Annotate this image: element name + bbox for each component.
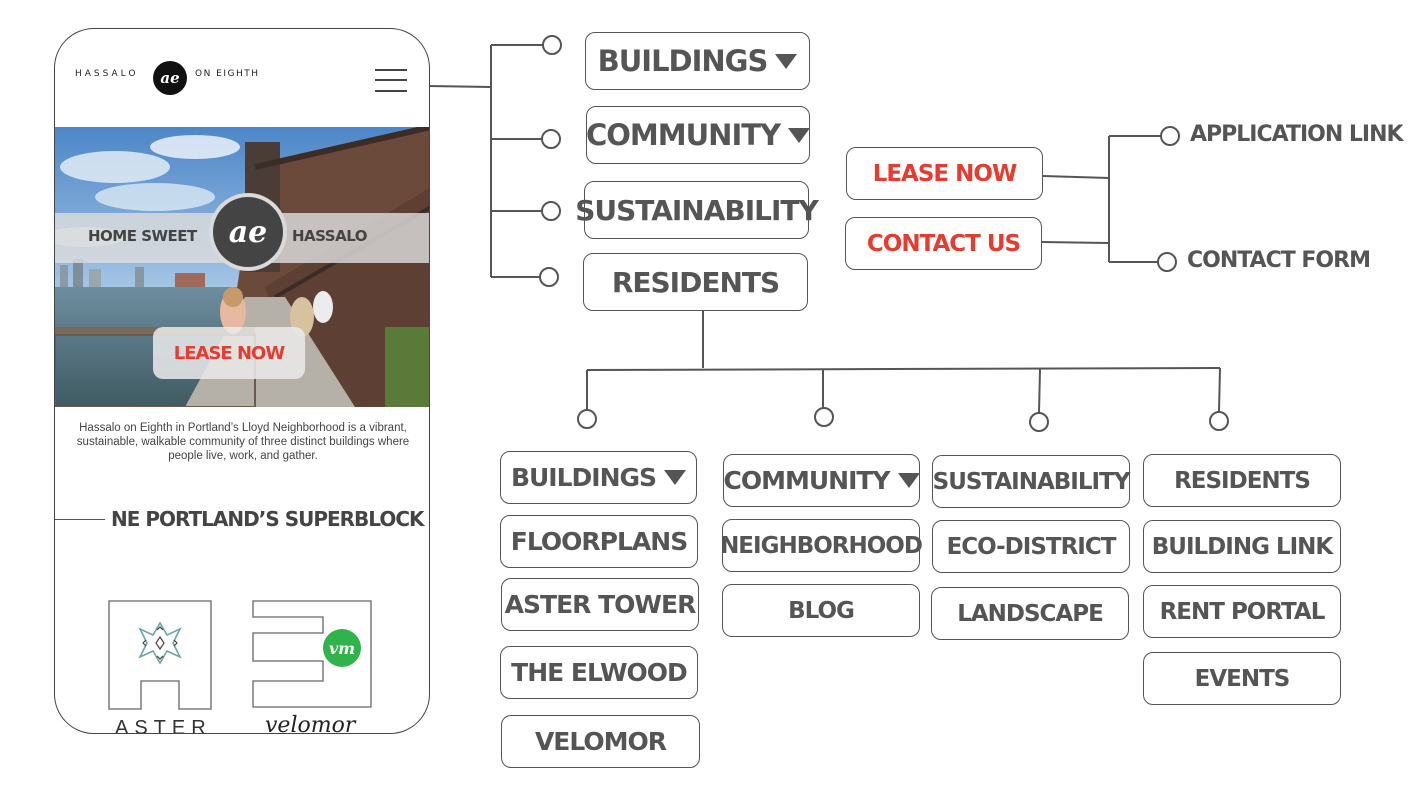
menu-residents[interactable]: RESIDENTS [583, 253, 808, 311]
hero-logo: ae [209, 193, 287, 271]
hero-right-text: HASSALO [292, 227, 367, 245]
submenu-item-label: FLOORPLANS [510, 527, 688, 556]
submenu-item-label: RENT PORTAL [1159, 598, 1326, 625]
brand-left-text: HASSALO [75, 69, 139, 79]
contact-form-label: CONTACT FORM [1187, 248, 1371, 273]
velomor-badge: vm [323, 629, 361, 667]
submenu-item-label: BLOG [788, 597, 855, 624]
velomor-outline-icon [252, 600, 372, 708]
submenu-sustainability-title-label: SUSTAINABILITY [932, 468, 1131, 495]
contact-us-label: CONTACT US [866, 230, 1021, 257]
submenu-item-rent-portal[interactable]: RENT PORTAL [1143, 585, 1341, 638]
hero-lease-now-button[interactable]: LEASE NOW [153, 327, 305, 379]
superblock-divider [55, 519, 105, 521]
phone-mockup: HASSALO ae ON EIGHTH [54, 28, 430, 734]
submenu-buildings-title-label: BUILDINGS [510, 463, 657, 492]
submenu-item-label: NEIGHBORHOOD [720, 532, 923, 559]
velomor-label: velomor [265, 713, 356, 734]
submenu-item-aster-tower[interactable]: ASTER TOWER [501, 578, 699, 631]
aster-outline-icon [108, 600, 212, 710]
submenu-item-label: BUILDING LINK [1151, 533, 1333, 560]
brand-right-text: ON EIGHTH [195, 69, 260, 79]
contact-us-button[interactable]: CONTACT US [845, 217, 1042, 270]
submenu-item-velomor[interactable]: VELOMOR [501, 715, 700, 768]
submenu-buildings-title[interactable]: BUILDINGS [500, 451, 697, 504]
submenu-item-neighborhood[interactable]: NEIGHBORHOOD [720, 519, 923, 572]
submenu-residents-title[interactable]: RESIDENTS [1143, 454, 1341, 507]
superblock-heading: NE PORTLAND’S SUPERBLOCK [111, 507, 425, 531]
dropdown-arrow-icon [788, 127, 811, 143]
dropdown-arrow-icon [664, 470, 687, 485]
menu-residents-label: RESIDENTS [611, 265, 780, 299]
submenu-item-blog[interactable]: BLOG [722, 584, 920, 637]
lease-now-button[interactable]: LEASE NOW [846, 147, 1043, 200]
aster-label: ASTER [115, 717, 212, 734]
submenu-item-label: EVENTS [1194, 665, 1291, 692]
submenu-community-title-label: COMMUNITY [723, 466, 890, 495]
submenu-item-events[interactable]: EVENTS [1143, 652, 1341, 705]
submenu-item-label: LANDSCAPE [957, 600, 1104, 627]
submenu-community-title[interactable]: COMMUNITY [723, 454, 920, 507]
tile-aster[interactable]: ASTER [107, 599, 213, 734]
submenu-item-label: ECO-DISTRICT [946, 533, 1117, 560]
submenu-residents-title-label: RESIDENTS [1174, 467, 1311, 494]
hero-left-text: HOME SWEET [88, 227, 197, 245]
application-link-label: APPLICATION LINK [1190, 122, 1404, 147]
tile-velomor[interactable]: vm velomor [251, 599, 373, 734]
dropdown-arrow-icon [775, 53, 798, 69]
dropdown-arrow-icon [897, 473, 920, 488]
submenu-item-eco-district[interactable]: ECO-DISTRICT [932, 520, 1130, 573]
brand-logo[interactable]: ae [153, 61, 187, 95]
menu-buildings[interactable]: BUILDINGS [585, 32, 810, 90]
hero-photo [55, 127, 429, 407]
intro-text: Hassalo on Eighth in Portland’s Lloyd Ne… [76, 422, 410, 462]
submenu-item-label: ASTER TOWER [504, 590, 697, 619]
hero-image: HOME SWEET ae HASSALO LEASE NOW [55, 127, 429, 407]
submenu-sustainability-title[interactable]: SUSTAINABILITY [932, 455, 1130, 508]
menu-community-label: COMMUNITY [585, 118, 781, 152]
submenu-item-building-link[interactable]: BUILDING LINK [1143, 520, 1341, 573]
submenu-item-the-elwood[interactable]: THE ELWOOD [500, 646, 698, 699]
menu-community[interactable]: COMMUNITY [585, 106, 811, 164]
menu-sustainability[interactable]: SUSTAINABILITY [575, 181, 819, 239]
menu-buildings-label: BUILDINGS [597, 44, 769, 78]
submenu-item-label: THE ELWOOD [511, 658, 688, 687]
submenu-item-label: VELOMOR [534, 727, 667, 756]
hamburger-icon[interactable] [371, 65, 411, 95]
submenu-item-floorplans[interactable]: FLOORPLANS [500, 515, 698, 568]
lease-now-label: LEASE NOW [872, 160, 1018, 187]
menu-sustainability-label: SUSTAINABILITY [575, 193, 819, 227]
submenu-item-landscape[interactable]: LANDSCAPE [931, 587, 1129, 640]
